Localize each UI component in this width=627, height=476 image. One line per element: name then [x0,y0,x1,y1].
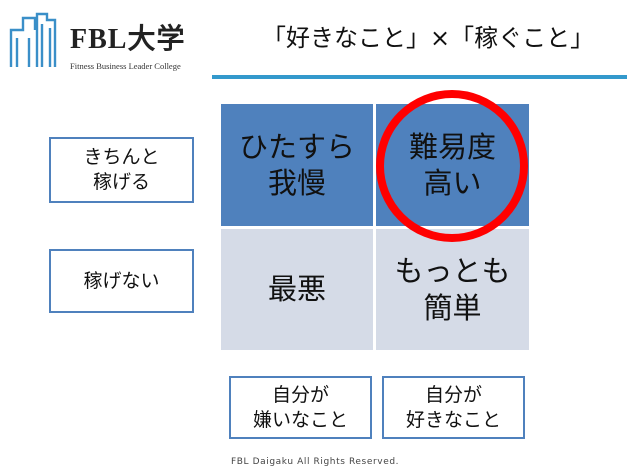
building-icon [9,12,57,67]
row-label-no-earn-text: 稼げない [83,269,160,292]
col-label-dislike-text: 自分が 嫌いなこと [252,383,348,431]
col-label-like: 自分が 好きなこと [382,376,525,439]
matrix-cell-top-left-text: ひたすら 我慢 [238,129,355,200]
slide-title: 「好きなこと」×「稼ぐこと」 [262,24,595,52]
logo-name: FBL大学 [70,24,186,55]
matrix-cell-bottom-left-text: 最悪 [267,272,326,307]
footer-copyright: FBL Daigaku All Rights Reserved. [231,457,400,467]
matrix-cell-bottom-right-text: もっとも 簡単 [394,254,511,325]
col-label-like-text: 自分が 好きなこと [405,383,501,431]
highlight-circle [376,90,528,242]
col-label-dislike: 自分が 嫌いなこと [229,376,372,439]
row-label-earns: きちんと 稼げる [49,137,194,203]
row-label-earns-text: きちんと 稼げる [83,146,160,193]
logo: FBL大学 Fitness Business Leader College [8,10,208,71]
row-label-no-earn: 稼げない [49,249,194,313]
logo-subtitle: Fitness Business Leader College [70,61,181,71]
title-underline [212,75,627,79]
matrix-cell-bottom-right: もっとも 簡単 [376,229,529,350]
matrix-cell-bottom-left: 最悪 [221,229,373,350]
matrix-cell-top-left: ひたすら 我慢 [221,104,373,226]
